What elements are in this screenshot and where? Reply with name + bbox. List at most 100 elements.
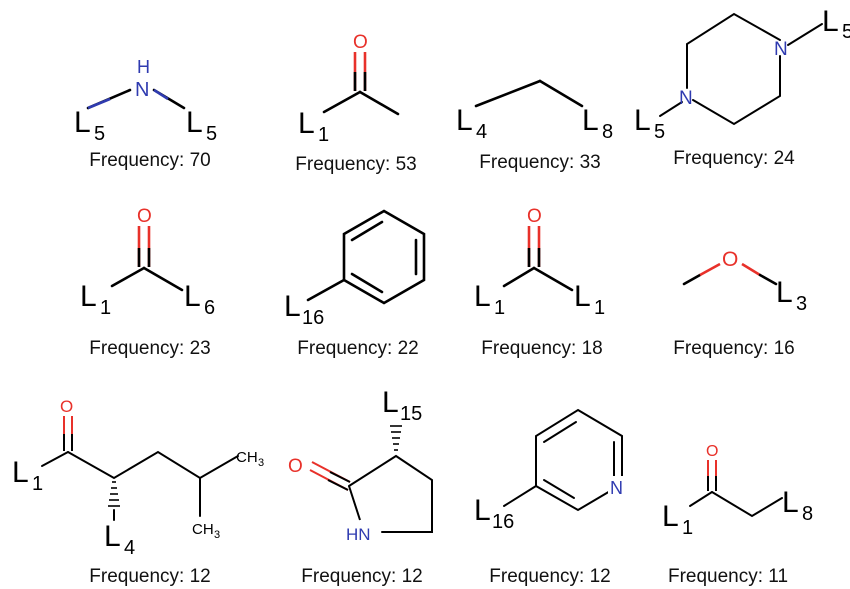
atom-nh: HN xyxy=(346,525,371,544)
fragment-2-acetyl: O L 1 xyxy=(298,32,400,146)
label-sub: 1 xyxy=(682,517,693,539)
bond xyxy=(153,88,169,101)
atom-o: O xyxy=(722,248,738,271)
label-sub: 8 xyxy=(802,503,813,525)
bond xyxy=(686,12,781,89)
bond xyxy=(787,23,823,46)
bond xyxy=(110,266,146,288)
bond xyxy=(350,272,384,294)
label-l: L xyxy=(298,107,315,140)
label-sub: 5 xyxy=(94,123,105,145)
label-l: L xyxy=(782,486,799,519)
label-l: L xyxy=(474,494,491,527)
bond xyxy=(67,450,239,480)
fragment-4-piperazine: N N L 5 L 5 xyxy=(634,5,850,143)
fragment-12-acyl-methylene: O L 1 L 8 xyxy=(662,443,813,539)
label-l: L xyxy=(456,104,473,137)
fragment-10-pyrrolidinone: O HN L 15 xyxy=(288,386,433,544)
bond xyxy=(342,209,426,305)
frequency-label: Frequency: 11 xyxy=(667,566,789,587)
bond xyxy=(474,79,542,108)
bond xyxy=(659,101,683,117)
atom-n: N xyxy=(774,39,788,60)
label-l: L xyxy=(284,290,301,323)
label-l: L xyxy=(184,280,201,313)
bond xyxy=(327,479,349,491)
label-sub: 3 xyxy=(796,293,807,315)
label-sub: 5 xyxy=(842,21,850,43)
label-sub: 1 xyxy=(318,124,329,146)
frequency-label: Frequency: 12 xyxy=(89,566,211,587)
fragment-11-pyridyl: N L 16 xyxy=(474,408,628,533)
atom-o: O xyxy=(60,397,73,416)
frequency-label: Frequency: 18 xyxy=(481,338,603,359)
bond xyxy=(758,273,778,286)
label-sub: 1 xyxy=(100,297,111,319)
label-l: L xyxy=(776,276,793,309)
bond xyxy=(503,485,537,507)
atom-o: O xyxy=(288,456,303,477)
label-sub: 5 xyxy=(654,121,665,143)
fragment-8-ether: O L 3 xyxy=(682,248,807,315)
bond xyxy=(306,278,346,302)
label-sub: 1 xyxy=(32,473,43,495)
bond xyxy=(741,262,761,277)
atom-n: N xyxy=(679,88,693,109)
frequency-label: Frequency: 12 xyxy=(489,566,611,587)
atom-ch3: CH xyxy=(236,449,258,466)
bond xyxy=(711,491,783,518)
bond xyxy=(699,262,721,277)
label-l: L xyxy=(634,104,651,137)
bond xyxy=(358,90,400,116)
bond xyxy=(543,421,577,443)
bond xyxy=(41,451,69,467)
label-l: L xyxy=(104,520,121,553)
atom-n: N xyxy=(135,79,149,101)
label-sub: 15 xyxy=(400,403,422,425)
bond xyxy=(543,479,575,499)
label-l: L xyxy=(474,280,491,313)
label-l: L xyxy=(382,386,399,419)
label-l: L xyxy=(80,280,97,313)
label-sub: 6 xyxy=(204,297,215,319)
frequency-label: Frequency: 24 xyxy=(673,148,795,169)
hashed-wedge xyxy=(108,481,120,507)
label-l: L xyxy=(186,106,203,139)
label-sub: 16 xyxy=(302,307,324,329)
label-sub: 16 xyxy=(492,511,514,533)
frequency-label: Frequency: 16 xyxy=(673,338,795,359)
fragment-7-carbonyl: O L 1 L 1 xyxy=(474,206,605,319)
atom-bg xyxy=(608,476,628,496)
fragment-6-phenyl: L 16 xyxy=(284,209,426,329)
bond xyxy=(502,266,536,288)
bond xyxy=(142,266,184,292)
label-l: L xyxy=(582,104,599,137)
bond xyxy=(329,471,351,483)
atom-o: O xyxy=(137,206,152,227)
label-l: L xyxy=(822,5,839,38)
frequency-label: Frequency: 70 xyxy=(89,150,211,171)
fragment-9-branched-acyl: O CH 3 CH 3 L 1 L 4 xyxy=(12,397,264,559)
atom-h: H xyxy=(137,57,150,77)
label-l: L xyxy=(74,106,91,139)
bond xyxy=(682,273,702,286)
atom-ch3: CH xyxy=(192,521,214,538)
bond xyxy=(350,220,384,242)
label-sub: 5 xyxy=(206,123,217,145)
atom-ch3-sub: 3 xyxy=(258,457,264,469)
bond xyxy=(322,90,362,114)
frequency-label: Frequency: 33 xyxy=(479,152,601,173)
bond xyxy=(535,408,623,512)
frequency-label: Frequency: 12 xyxy=(301,566,423,587)
frequency-label: Frequency: 53 xyxy=(295,154,417,175)
label-sub: 4 xyxy=(476,121,487,143)
bond xyxy=(348,485,361,521)
atom-o: O xyxy=(706,443,718,460)
bond xyxy=(532,266,574,292)
frequency-label: Frequency: 22 xyxy=(297,338,419,359)
bond xyxy=(348,454,433,533)
label-sub: 1 xyxy=(594,297,605,319)
fragment-5-carbonyl: O L 1 L 6 xyxy=(80,206,215,319)
fragment-1-secondary-amine: H N L 5 L 5 xyxy=(74,57,217,145)
